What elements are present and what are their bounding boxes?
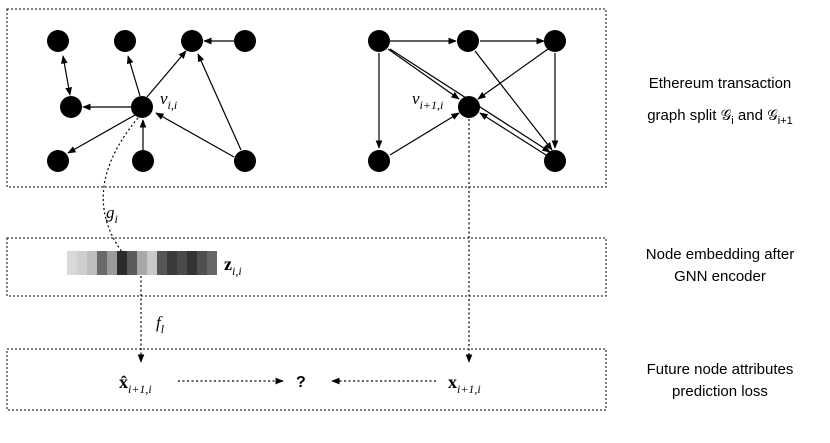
graph-description-line1: Ethereum transaction: [649, 75, 792, 92]
embedding-cell: [167, 251, 177, 275]
embedding-vector: [67, 251, 217, 275]
label-f-l: fl: [156, 313, 165, 336]
graph-node-v-ii: [131, 96, 153, 118]
embedding-cell: [87, 251, 97, 275]
embedding-cell: [127, 251, 137, 275]
graph-node-v-i1i: [458, 96, 480, 118]
left-graph-edges: [61, 37, 242, 158]
prediction-description-line2: prediction loss: [672, 383, 768, 400]
label-g-i: gi: [106, 203, 118, 226]
graph-description-line2: graph split 𝒢i and 𝒢i+1: [647, 107, 793, 127]
right-graph-edges: [375, 37, 559, 156]
embedding-cell: [67, 251, 77, 275]
embedding-cell: [147, 251, 157, 275]
label-v-left: vi,i: [160, 89, 177, 112]
left-graph-nodes: [47, 30, 256, 172]
edge: [197, 53, 242, 151]
graph-node: [234, 30, 256, 52]
embedding-description-line1: Node embedding after: [646, 246, 794, 263]
graph-panel: [6, 8, 607, 188]
embedding-cell: [137, 251, 147, 275]
edge: [474, 50, 553, 151]
graph-node: [47, 30, 69, 52]
graph-node: [114, 30, 136, 52]
embedding-cell: [177, 251, 187, 275]
embedding-panel: [6, 237, 607, 297]
edge: [155, 112, 235, 158]
edge: [387, 48, 460, 100]
edge: [61, 55, 72, 96]
embedding-cell: [77, 251, 87, 275]
graph-node: [544, 30, 566, 52]
right-graph-nodes: [368, 30, 566, 172]
edge: [67, 114, 136, 154]
edge: [479, 112, 547, 156]
edge: [389, 112, 460, 156]
graph-node: [60, 96, 82, 118]
embedding-cell: [97, 251, 107, 275]
embedding-cell: [157, 251, 167, 275]
graph-node: [181, 30, 203, 52]
graph-node: [457, 30, 479, 52]
edge: [126, 55, 141, 97]
embedding-cell: [117, 251, 127, 275]
gi-mapping-path: [102, 117, 139, 266]
embedding-cell: [107, 251, 117, 275]
label-z: zi,i: [224, 254, 242, 278]
edge: [146, 50, 187, 98]
label-x-hat: x̂i+1,i: [119, 372, 152, 396]
label-v-right: vi+1,i: [412, 89, 443, 112]
label-x: xi+1,i: [448, 372, 481, 396]
prediction-panel: [6, 348, 607, 411]
question-mark: ?: [296, 374, 306, 391]
graph-node: [368, 150, 390, 172]
graph-node: [368, 30, 390, 52]
embedding-description-line2: GNN encoder: [674, 268, 766, 285]
graph-node: [544, 150, 566, 172]
prediction-description-line1: Future node attributes: [647, 361, 794, 378]
graph-node: [234, 150, 256, 172]
edge: [477, 48, 549, 100]
embedding-cell: [197, 251, 207, 275]
graph-node: [47, 150, 69, 172]
embedding-cell: [207, 251, 217, 275]
embedding-cell: [187, 251, 197, 275]
graph-node: [132, 150, 154, 172]
